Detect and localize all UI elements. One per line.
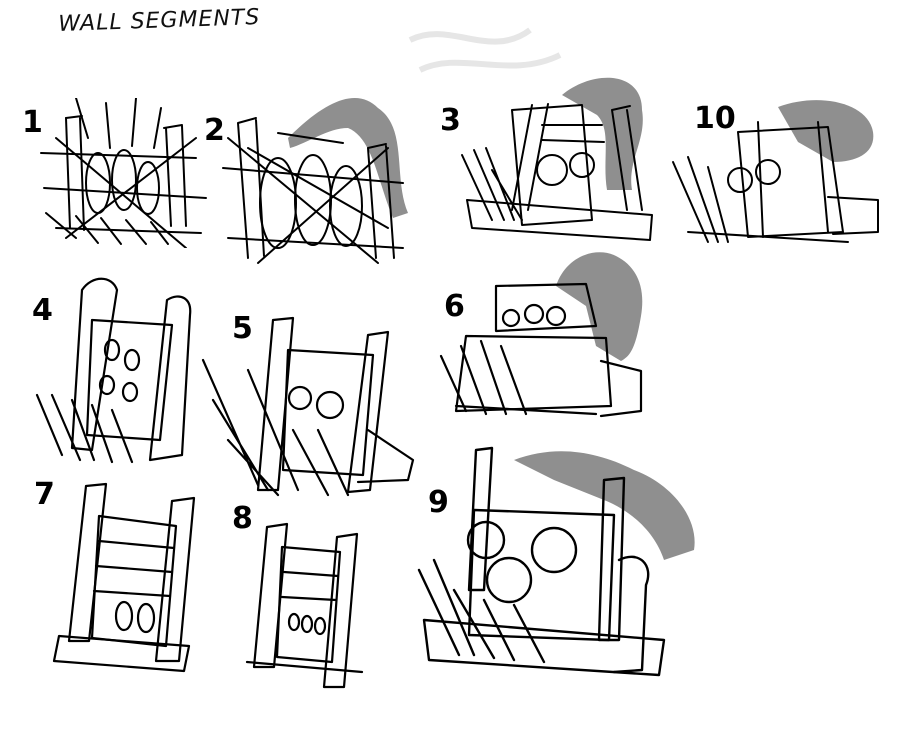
wall-segment-6-sketch (439, 252, 643, 418)
segment-number-1: 1 (22, 105, 43, 140)
segment-number-2: 2 (204, 113, 225, 148)
sheet-title: WALL SEGMENTS (58, 4, 261, 37)
wall-segment-8-sketch (245, 522, 364, 689)
segment-number-5: 5 (232, 311, 253, 346)
wall-segment-9-sketch (417, 446, 695, 677)
wall-segment-1-sketch (40, 98, 207, 248)
wall-segment-3-sketch (461, 77, 653, 241)
wall-segment-4-sketch (35, 277, 192, 464)
wall-segment-5-sketch (201, 316, 415, 497)
segment-number-8: 8 (232, 501, 253, 536)
wall-segment-2-sketch (222, 98, 408, 264)
segment-number-10: 10 (694, 101, 736, 136)
segment-number-6: 6 (444, 289, 465, 324)
wall-segment-10-sketch (672, 100, 879, 243)
segment-number-3: 3 (440, 103, 461, 138)
segment-number-9: 9 (428, 485, 449, 520)
wall-segment-7-sketch (52, 482, 196, 673)
segment-number-4: 4 (32, 293, 53, 328)
faint-erased-scribble (408, 27, 562, 73)
segment-number-7: 7 (34, 477, 55, 512)
